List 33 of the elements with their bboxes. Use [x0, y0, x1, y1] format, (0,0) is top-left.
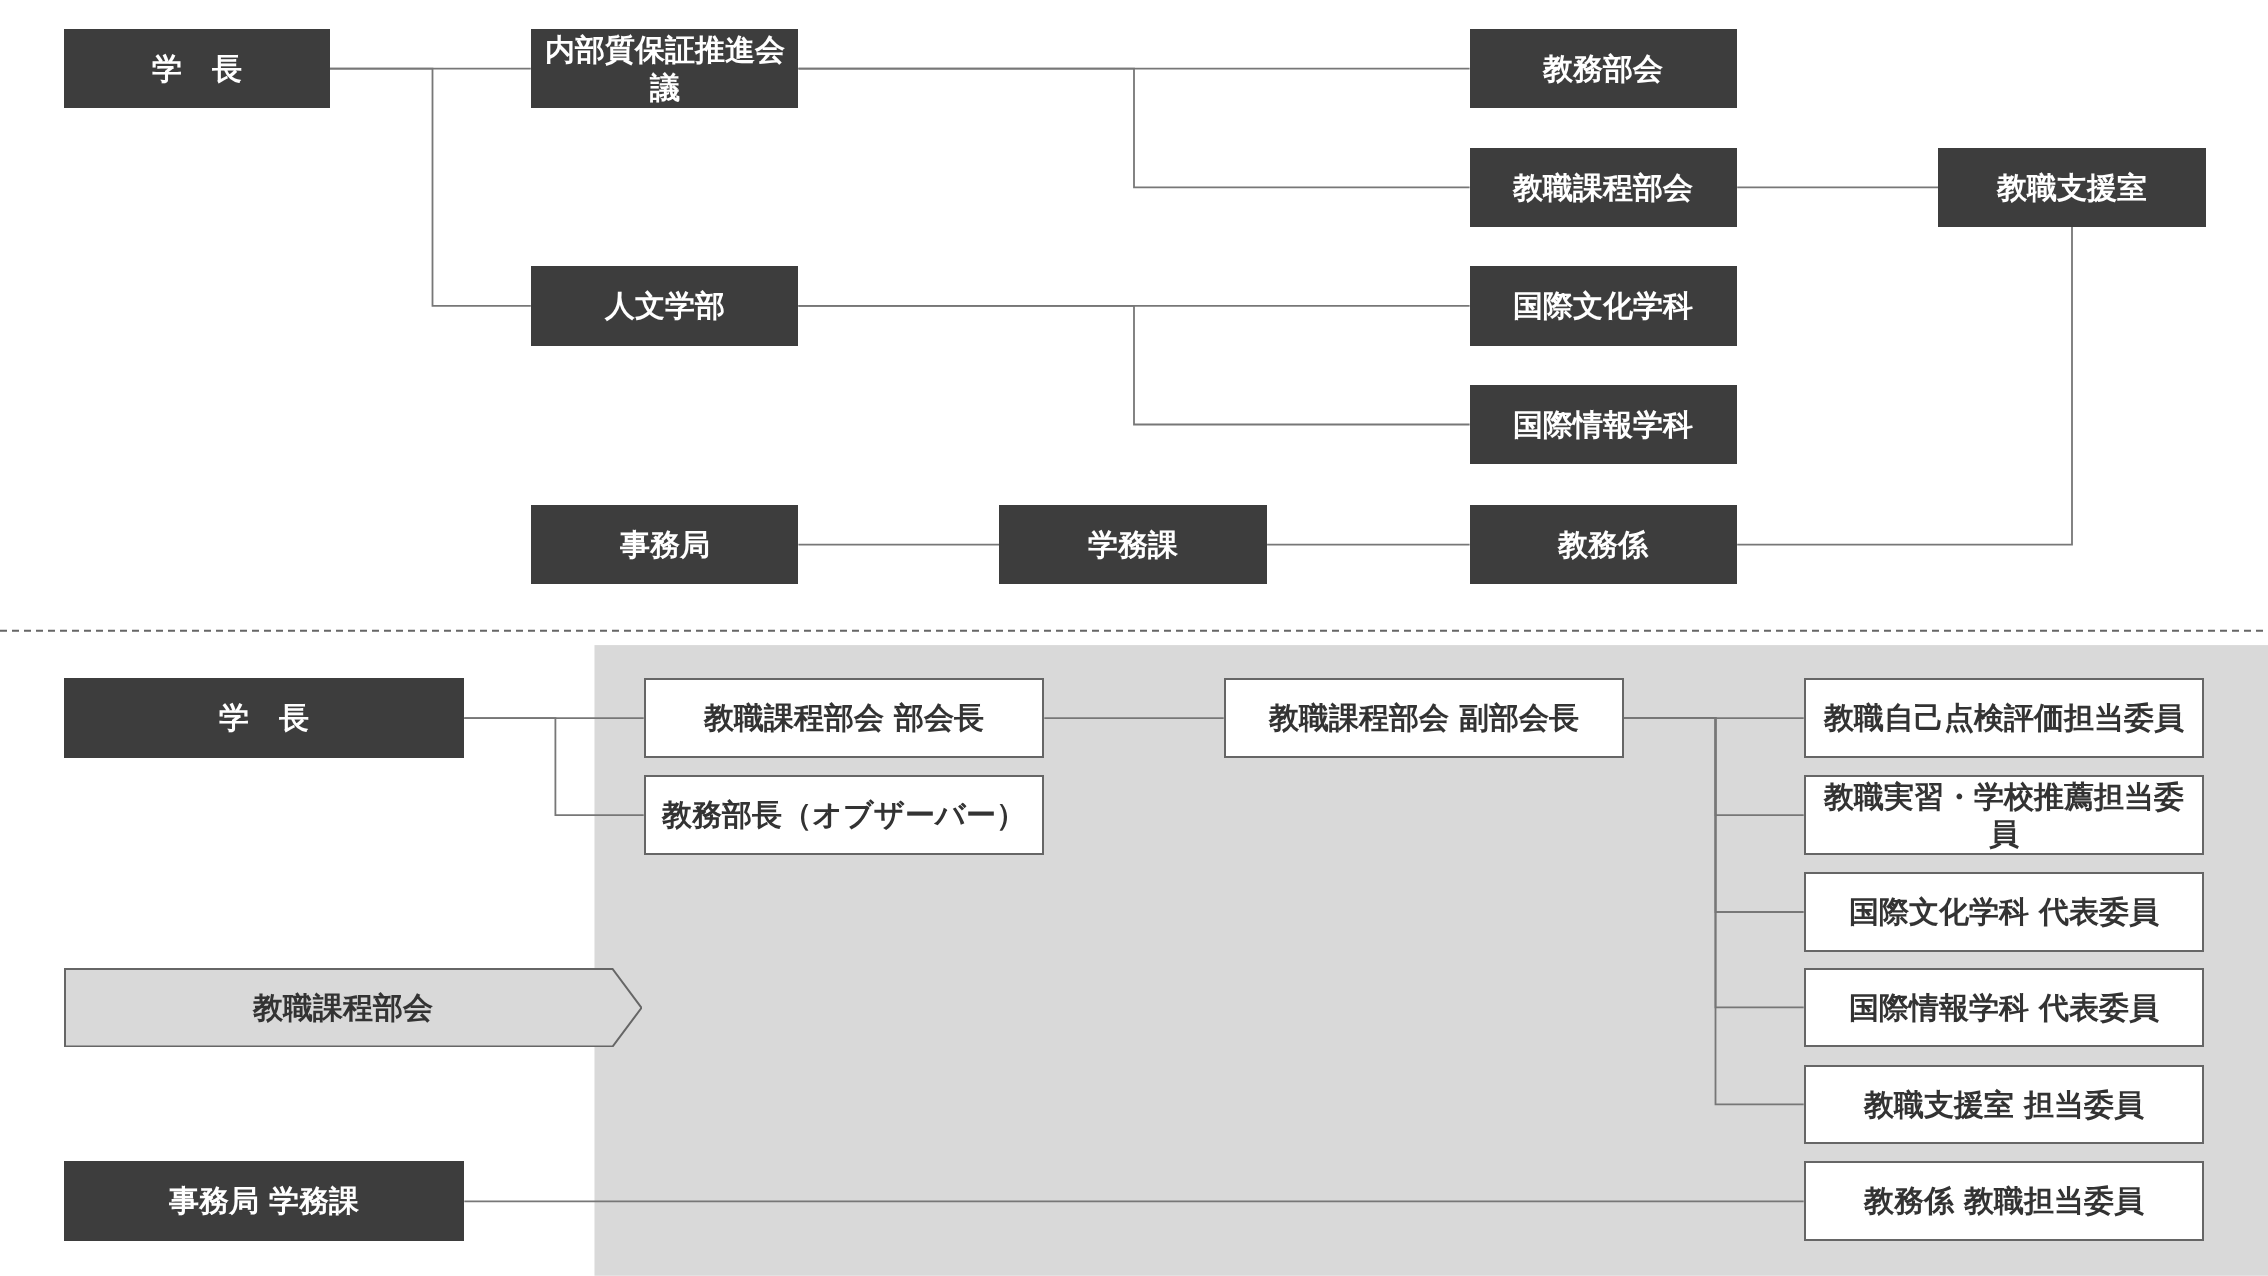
banner-label: 教職課程部会	[252, 988, 433, 1027]
org-box: 教務部長（オブザーバー）	[643, 775, 1045, 855]
connector-line	[1736, 226, 2073, 546]
org-box: 内部質保証推進会議	[530, 28, 799, 109]
org-box: 教職課程部会 副部会長	[1223, 678, 1625, 758]
org-box: 教職実習・学校推薦担当委員	[1803, 775, 2205, 855]
org-box: 教職課程部会 部会長	[643, 678, 1045, 758]
org-box: 人文学部	[530, 266, 799, 346]
org-box: 教務部会	[1469, 28, 1738, 109]
org-box: 国際情報学科 代表委員	[1803, 967, 2205, 1048]
org-box: 教職支援室 担当委員	[1803, 1064, 2205, 1145]
org-box: 事務局	[530, 504, 799, 585]
connector-line	[797, 305, 1471, 426]
org-box: 学 長	[63, 28, 330, 109]
connector-line	[328, 67, 532, 307]
org-box: 教務係	[1469, 504, 1738, 585]
connector-line	[1736, 186, 1940, 189]
org-box: 教職課程部会	[1469, 147, 1738, 228]
connector-line	[1043, 717, 1225, 720]
org-box: 事務局 学務課	[63, 1161, 465, 1241]
org-box: 学 長	[63, 678, 465, 758]
connector-line	[463, 717, 645, 816]
connector-line	[463, 1200, 1805, 1203]
org-box: 学務課	[999, 504, 1268, 585]
org-box: 国際情報学科	[1469, 384, 1738, 465]
org-box: 教職支援室	[1938, 147, 2206, 228]
org-box: 教職自己点検評価担当委員	[1803, 678, 2205, 758]
connector-line	[797, 67, 1471, 189]
org-box: 国際文化学科	[1469, 266, 1738, 346]
connector-line	[797, 543, 1001, 546]
org-box: 国際文化学科 代表委員	[1803, 872, 2205, 952]
org-box: 教務係 教職担当委員	[1803, 1161, 2205, 1241]
connector-line	[1266, 543, 1471, 546]
